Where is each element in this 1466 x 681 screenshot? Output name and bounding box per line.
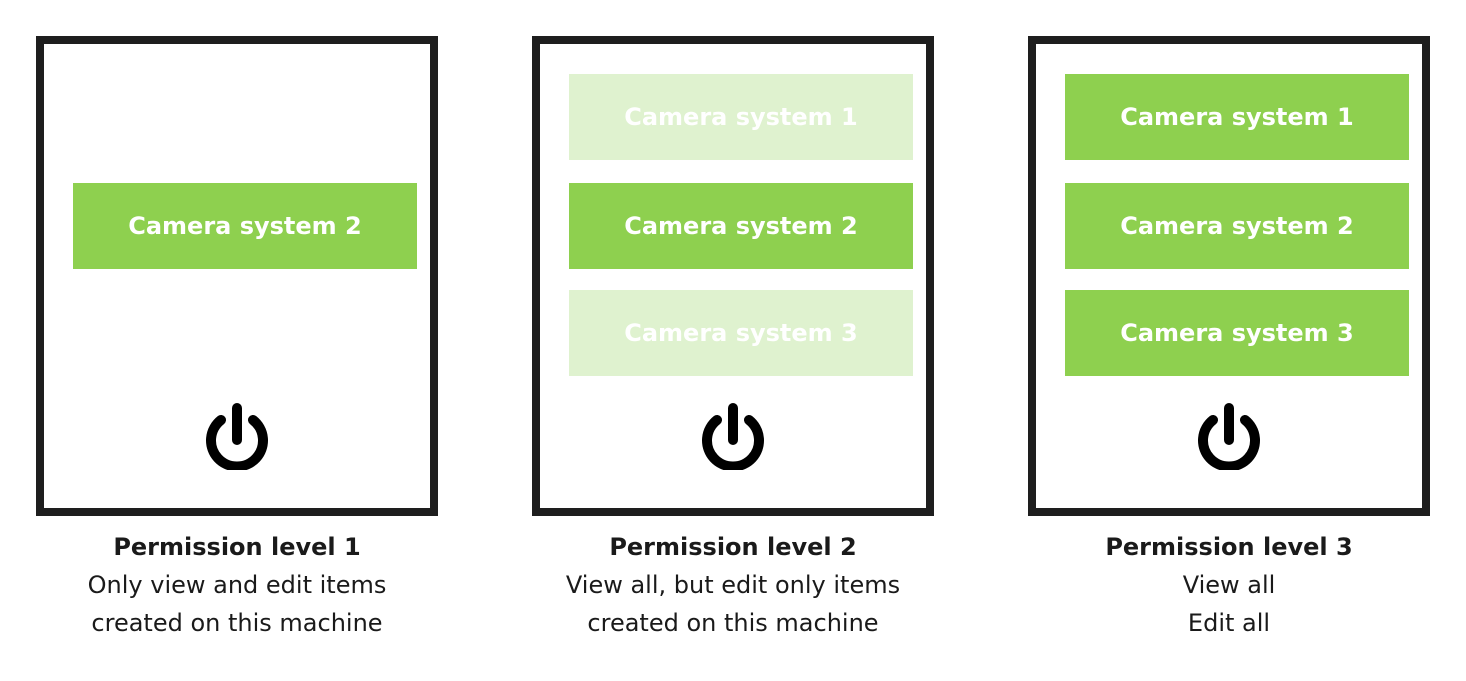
permission-description-line-2: created on this machine xyxy=(587,609,879,637)
camera-system-3-button[interactable]: Camera system 3 xyxy=(1065,290,1409,376)
permission-caption-1: Permission level 1 Only view and edit it… xyxy=(36,528,438,642)
camera-system-2-button[interactable]: Camera system 2 xyxy=(569,183,913,269)
camera-system-2-button[interactable]: Camera system 2 xyxy=(1065,183,1409,269)
camera-system-1-button: Camera system 1 xyxy=(569,74,913,160)
permission-description-line-1: Only view and edit items xyxy=(87,571,387,599)
permission-title: Permission level 2 xyxy=(609,533,857,561)
permission-panel-2: Camera system 1 Camera system 2 Camera s… xyxy=(532,36,934,516)
permission-description-line-2: Edit all xyxy=(1187,609,1271,637)
permission-caption-2: Permission level 2 View all, but edit on… xyxy=(532,528,934,642)
camera-system-3-button: Camera system 3 xyxy=(569,290,913,376)
permission-title: Permission level 1 xyxy=(113,533,361,561)
power-icon[interactable] xyxy=(700,402,766,470)
permission-description-line-1: View all xyxy=(1182,571,1276,599)
camera-system-2-button[interactable]: Camera system 2 xyxy=(73,183,417,269)
permission-panel-1: Camera system 2 xyxy=(36,36,438,516)
permission-title: Permission level 3 xyxy=(1105,533,1353,561)
camera-system-1-button[interactable]: Camera system 1 xyxy=(1065,74,1409,160)
permission-description-line-2: created on this machine xyxy=(91,609,383,637)
permission-description-line-1: View all, but edit only items xyxy=(565,571,901,599)
permission-caption-3: Permission level 3 View all Edit all xyxy=(1028,528,1430,642)
permission-panel-3: Camera system 1 Camera system 2 Camera s… xyxy=(1028,36,1430,516)
power-icon[interactable] xyxy=(204,402,270,470)
power-icon[interactable] xyxy=(1196,402,1262,470)
